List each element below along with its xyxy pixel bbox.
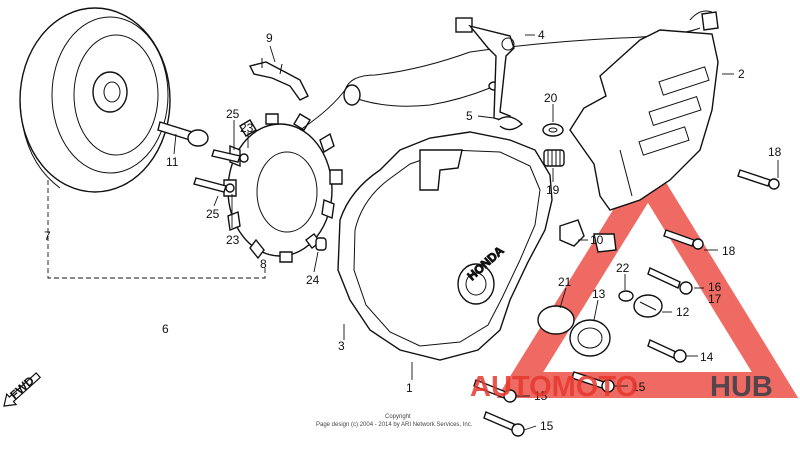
callout-15b: 15 — [632, 380, 646, 394]
wire-clamp — [248, 58, 309, 101]
generator-cover-panel — [569, 29, 719, 211]
callout-1: 1 — [406, 381, 413, 395]
cover-bolt-18-top — [737, 169, 780, 190]
watermark-brand: AUTOMOTO HUB — [470, 371, 773, 403]
clip — [497, 116, 524, 131]
stator-coil — [223, 89, 346, 263]
o-ring-large — [537, 305, 575, 335]
callout-15a: 15 — [534, 389, 548, 403]
watermark-logo-triangle — [496, 153, 799, 398]
washer — [542, 123, 564, 137]
callout-18b: 18 — [722, 244, 736, 258]
callout-4: 4 — [538, 28, 545, 42]
callout-16: 16 — [708, 280, 722, 294]
left-crankcase-cover — [337, 131, 585, 361]
callout-23b: 23 — [226, 233, 240, 247]
callout-7: 7 — [44, 229, 51, 243]
stator-bolt-upper — [211, 149, 249, 163]
copyright-line-2: Page design (c) 2004 - 2014 by ARI Netwo… — [316, 422, 473, 428]
callout-11: 11 — [166, 155, 179, 169]
timing-hole-cap — [569, 319, 611, 357]
pulse-sensor — [455, 17, 515, 123]
cover-bolt-14 — [647, 339, 687, 363]
dowel-pin — [315, 237, 327, 251]
callout-25a: 25 — [226, 107, 240, 121]
watermark-auto: AUTOMOTO — [470, 371, 638, 403]
callout-24: 24 — [306, 273, 320, 287]
callout-labels: 1 2 3 4 5 6 7 8 9 10 11 12 13 14 15 15 1… — [44, 28, 782, 433]
flywheel-rotor — [19, 7, 171, 193]
copyright-line-1: Copyright — [385, 414, 411, 420]
cable-guide — [593, 233, 617, 253]
cover-bolt-15-right — [571, 371, 615, 393]
callout-23a: 23 — [240, 121, 254, 135]
callout-3: 3 — [338, 339, 345, 353]
callout-6: 6 — [162, 322, 169, 336]
crankshaft-hole-cap — [633, 294, 663, 318]
forward-arrow-icon — [3, 372, 42, 407]
callout-22: 22 — [616, 261, 630, 275]
callout-20: 20 — [544, 91, 558, 105]
callout-2: 2 — [738, 67, 745, 81]
watermark-hub: HUB — [710, 371, 773, 403]
callout-14: 14 — [700, 350, 714, 364]
callout-13: 13 — [592, 287, 606, 301]
callout-12: 12 — [676, 305, 690, 319]
cover-bolt-18-mid — [663, 229, 704, 250]
callout-9: 9 — [266, 31, 273, 45]
flywheel-bolt — [157, 121, 209, 147]
forward-direction-indicator: FWD — [3, 372, 42, 407]
o-ring-small — [618, 290, 634, 302]
callout-17: 17 — [708, 292, 722, 306]
callout-19: 19 — [546, 183, 560, 197]
needle-bearing — [543, 149, 565, 167]
callout-5: 5 — [466, 109, 473, 123]
callout-25b: 25 — [206, 207, 220, 221]
stator-bolt-lower — [193, 177, 235, 193]
cover-bolt-16 — [647, 267, 693, 295]
callout-10: 10 — [590, 233, 604, 247]
callout-21: 21 — [558, 275, 572, 289]
callout-15c: 15 — [540, 419, 554, 433]
callout-18a: 18 — [768, 145, 782, 159]
leader-lines — [173, 34, 779, 431]
cover-bolt-15-bottom — [483, 411, 525, 437]
callout-8: 8 — [260, 257, 267, 271]
